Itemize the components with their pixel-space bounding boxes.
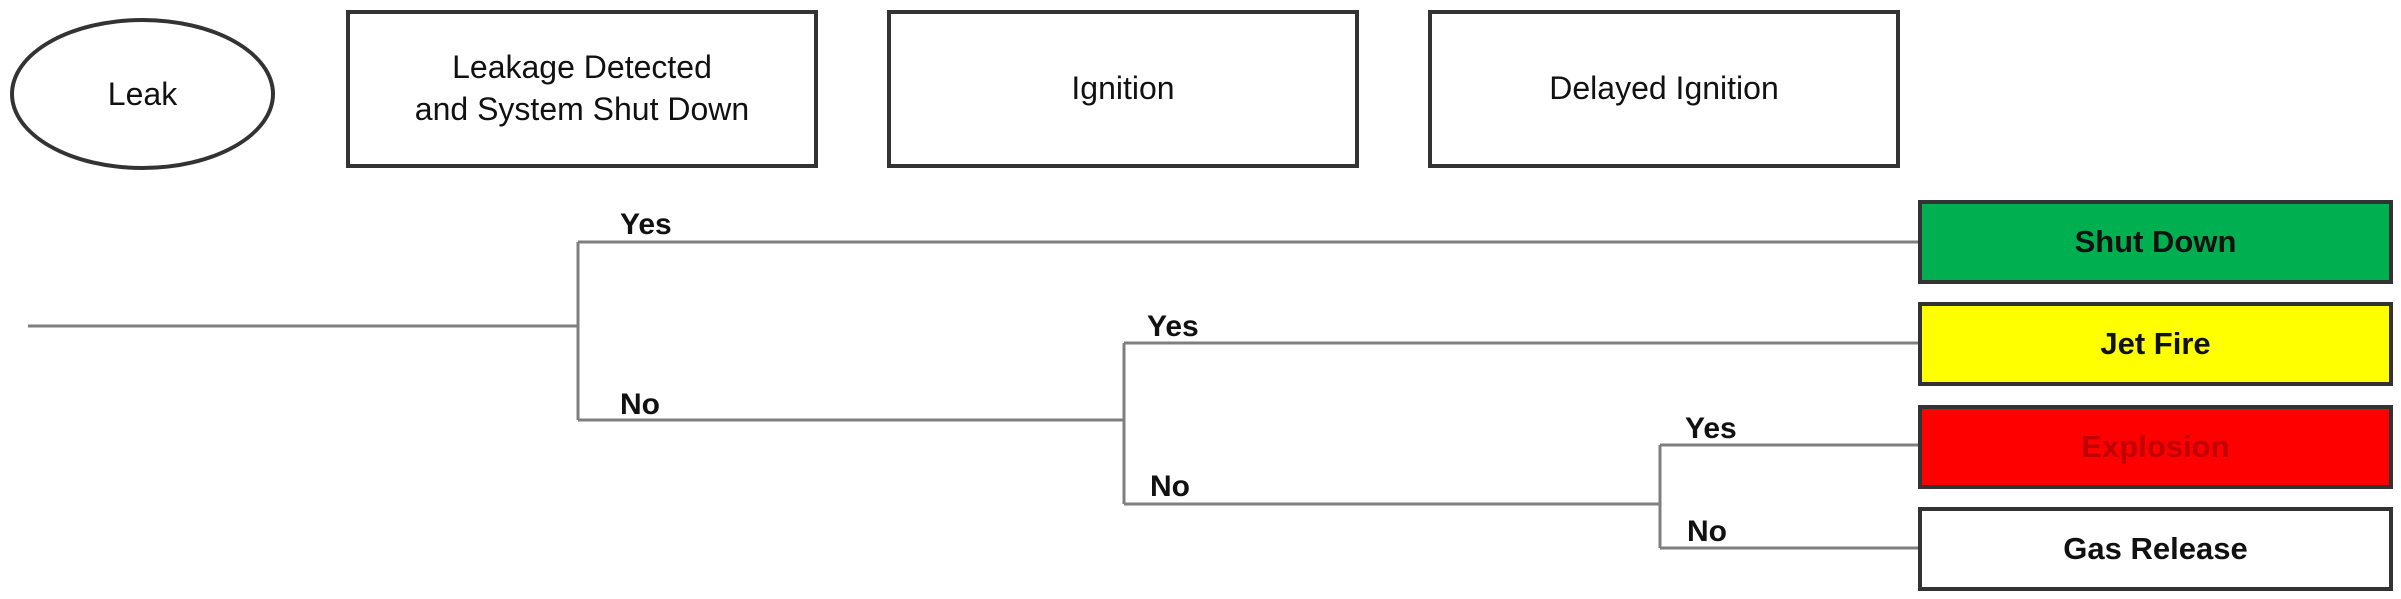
detection-no-label: No xyxy=(620,388,660,421)
detection-header-box: Leakage Detected and System Shut Down xyxy=(346,10,818,168)
detection-yes-label: Yes xyxy=(620,208,672,241)
delayed-ignition-header-label: Delayed Ignition xyxy=(1549,70,1779,107)
outcome-explosion-label: Explosion xyxy=(2081,429,2230,464)
outcome-gas-release-label: Gas Release xyxy=(2063,531,2248,566)
ignition-yes-label: Yes xyxy=(1147,310,1199,343)
delayed-yes-label: Yes xyxy=(1685,412,1737,445)
ignition-no-label: No xyxy=(1150,470,1190,503)
detection-header-label: Leakage Detected and System Shut Down xyxy=(414,49,750,127)
outcome-jet-fire-label: Jet Fire xyxy=(2100,326,2211,361)
delayed-ignition-header-box: Delayed Ignition xyxy=(1428,10,1900,168)
ignition-header-label: Ignition xyxy=(1071,70,1175,107)
initiating-event-oval: Leak xyxy=(10,18,275,170)
initiating-event-label: Leak xyxy=(107,75,178,112)
ignition-header-box: Ignition xyxy=(887,10,1359,168)
outcome-gas-release: Gas Release xyxy=(1918,507,2393,591)
outcome-shut-down: Shut Down xyxy=(1918,200,2393,284)
outcome-jet-fire: Jet Fire xyxy=(1918,302,2393,386)
delayed-no-label: No xyxy=(1687,515,1727,548)
outcome-shut-down-label: Shut Down xyxy=(2074,224,2237,259)
outcome-explosion: Explosion xyxy=(1918,405,2393,489)
